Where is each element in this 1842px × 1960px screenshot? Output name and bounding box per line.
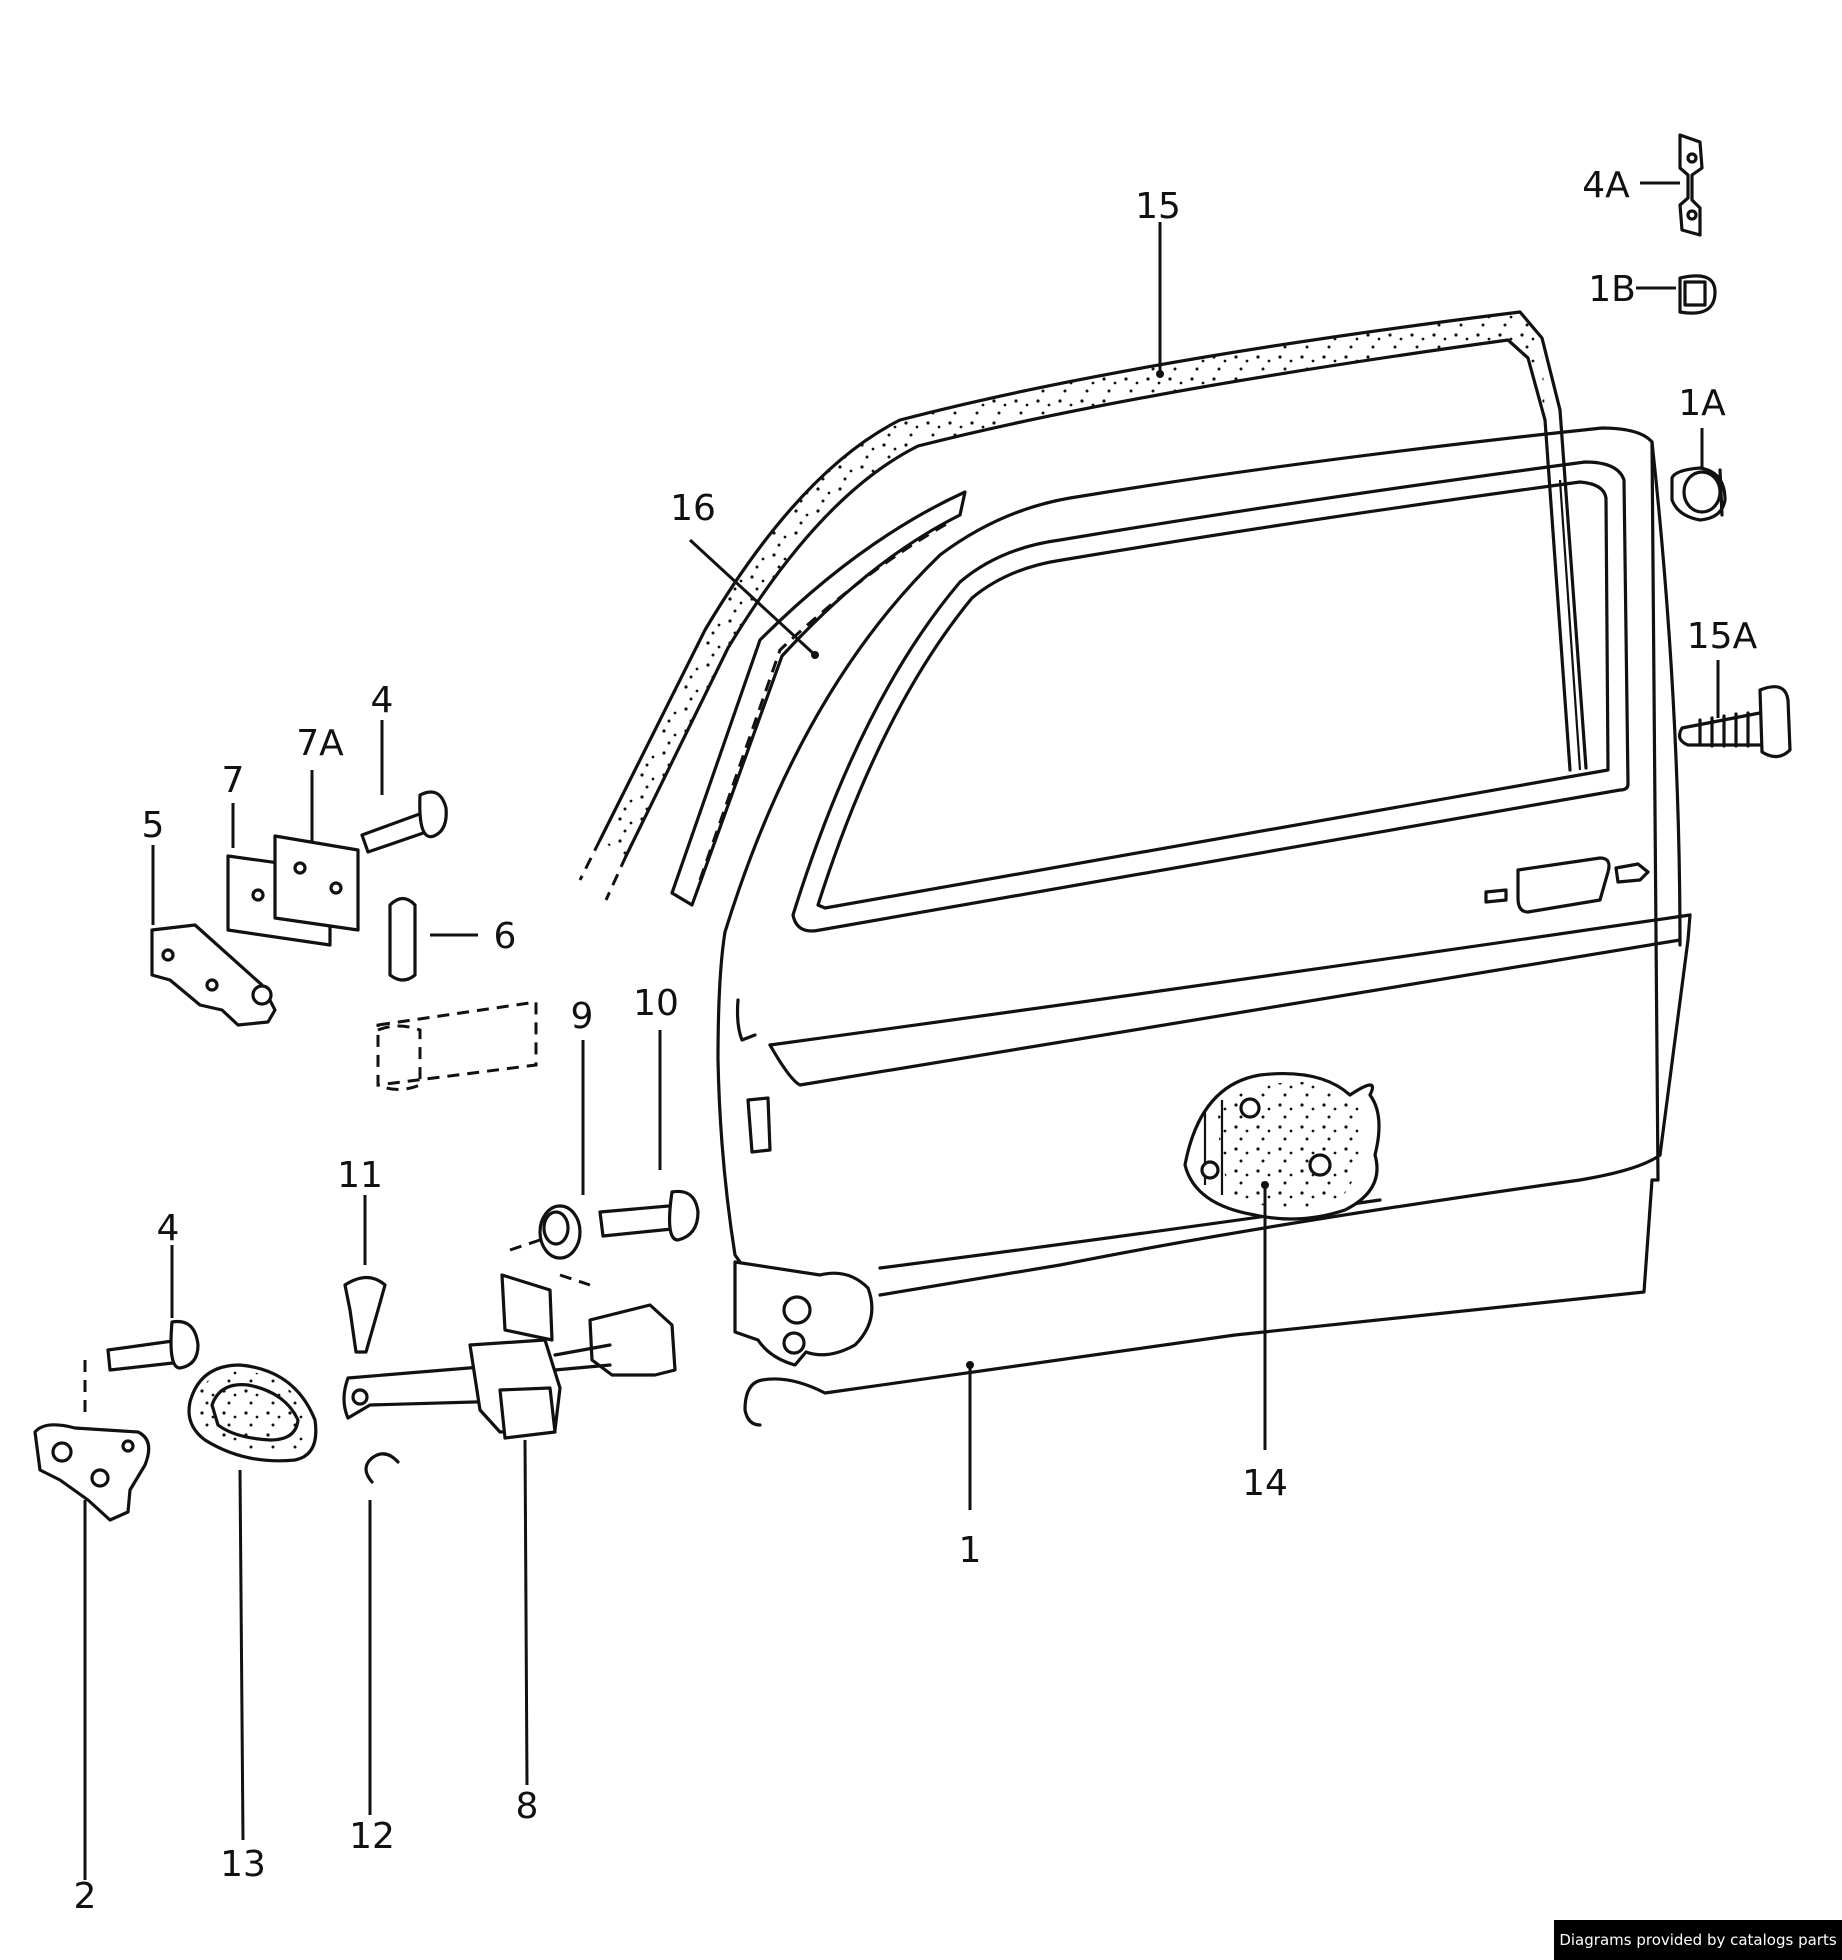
part-1a-plug <box>1670 466 1727 522</box>
callout-16: 16 <box>670 488 716 529</box>
leader-lines <box>83 181 1720 1880</box>
callout-4-upper: 4 <box>371 680 394 721</box>
hinge-ghost-outline <box>376 1000 538 1091</box>
part-4a-retainer <box>1678 133 1704 237</box>
part-12-circlip <box>364 1452 400 1484</box>
callout-9: 9 <box>571 996 594 1037</box>
part-6-pin <box>388 896 417 982</box>
part-10-bolt <box>598 1189 700 1242</box>
callout-labels: 1 14 15 16 4A 1B 1A 15A 4 7A 7 5 6 9 10 … <box>74 165 1758 1917</box>
part-14-access-cover <box>1183 1071 1381 1221</box>
callout-15: 15 <box>1135 186 1181 227</box>
callout-6: 6 <box>494 916 517 957</box>
callout-4a: 4A <box>1582 165 1630 206</box>
part-1b-clip <box>1678 274 1717 315</box>
callout-13: 13 <box>220 1844 266 1885</box>
part-8-check-strap <box>342 1238 677 1440</box>
callout-1a: 1A <box>1678 383 1726 424</box>
part-7a-shim <box>273 834 360 932</box>
callout-1b: 1B <box>1588 269 1636 310</box>
callout-7: 7 <box>222 760 245 801</box>
part-15-door-seal <box>578 310 1588 901</box>
callout-15a: 15A <box>1687 616 1758 657</box>
callout-2: 2 <box>74 1876 97 1917</box>
part-5-hinge <box>150 923 277 1027</box>
part-16-trim-strip <box>670 490 967 907</box>
credit-banner: Diagrams provided by catalogs parts <box>1554 1920 1842 1960</box>
callout-10: 10 <box>633 983 679 1024</box>
part-2-hinge <box>33 1423 151 1522</box>
callout-8: 8 <box>516 1786 539 1827</box>
callout-4-lower: 4 <box>157 1208 180 1249</box>
part-4-bolt-upper <box>360 790 448 854</box>
callout-11: 11 <box>337 1155 383 1196</box>
part-1-door-shell <box>716 426 1692 1427</box>
part-11-pin <box>343 1275 387 1354</box>
part-4-bolt-lower <box>83 1319 200 1420</box>
part-15a-rivet <box>1677 685 1792 759</box>
callout-12: 12 <box>349 1816 395 1857</box>
part-9-grommet <box>538 1204 582 1260</box>
callout-7a: 7A <box>296 723 344 764</box>
callout-5: 5 <box>142 805 165 846</box>
part-13-seal <box>187 1363 318 1463</box>
callout-1: 1 <box>959 1530 982 1571</box>
callout-14: 14 <box>1242 1463 1288 1504</box>
